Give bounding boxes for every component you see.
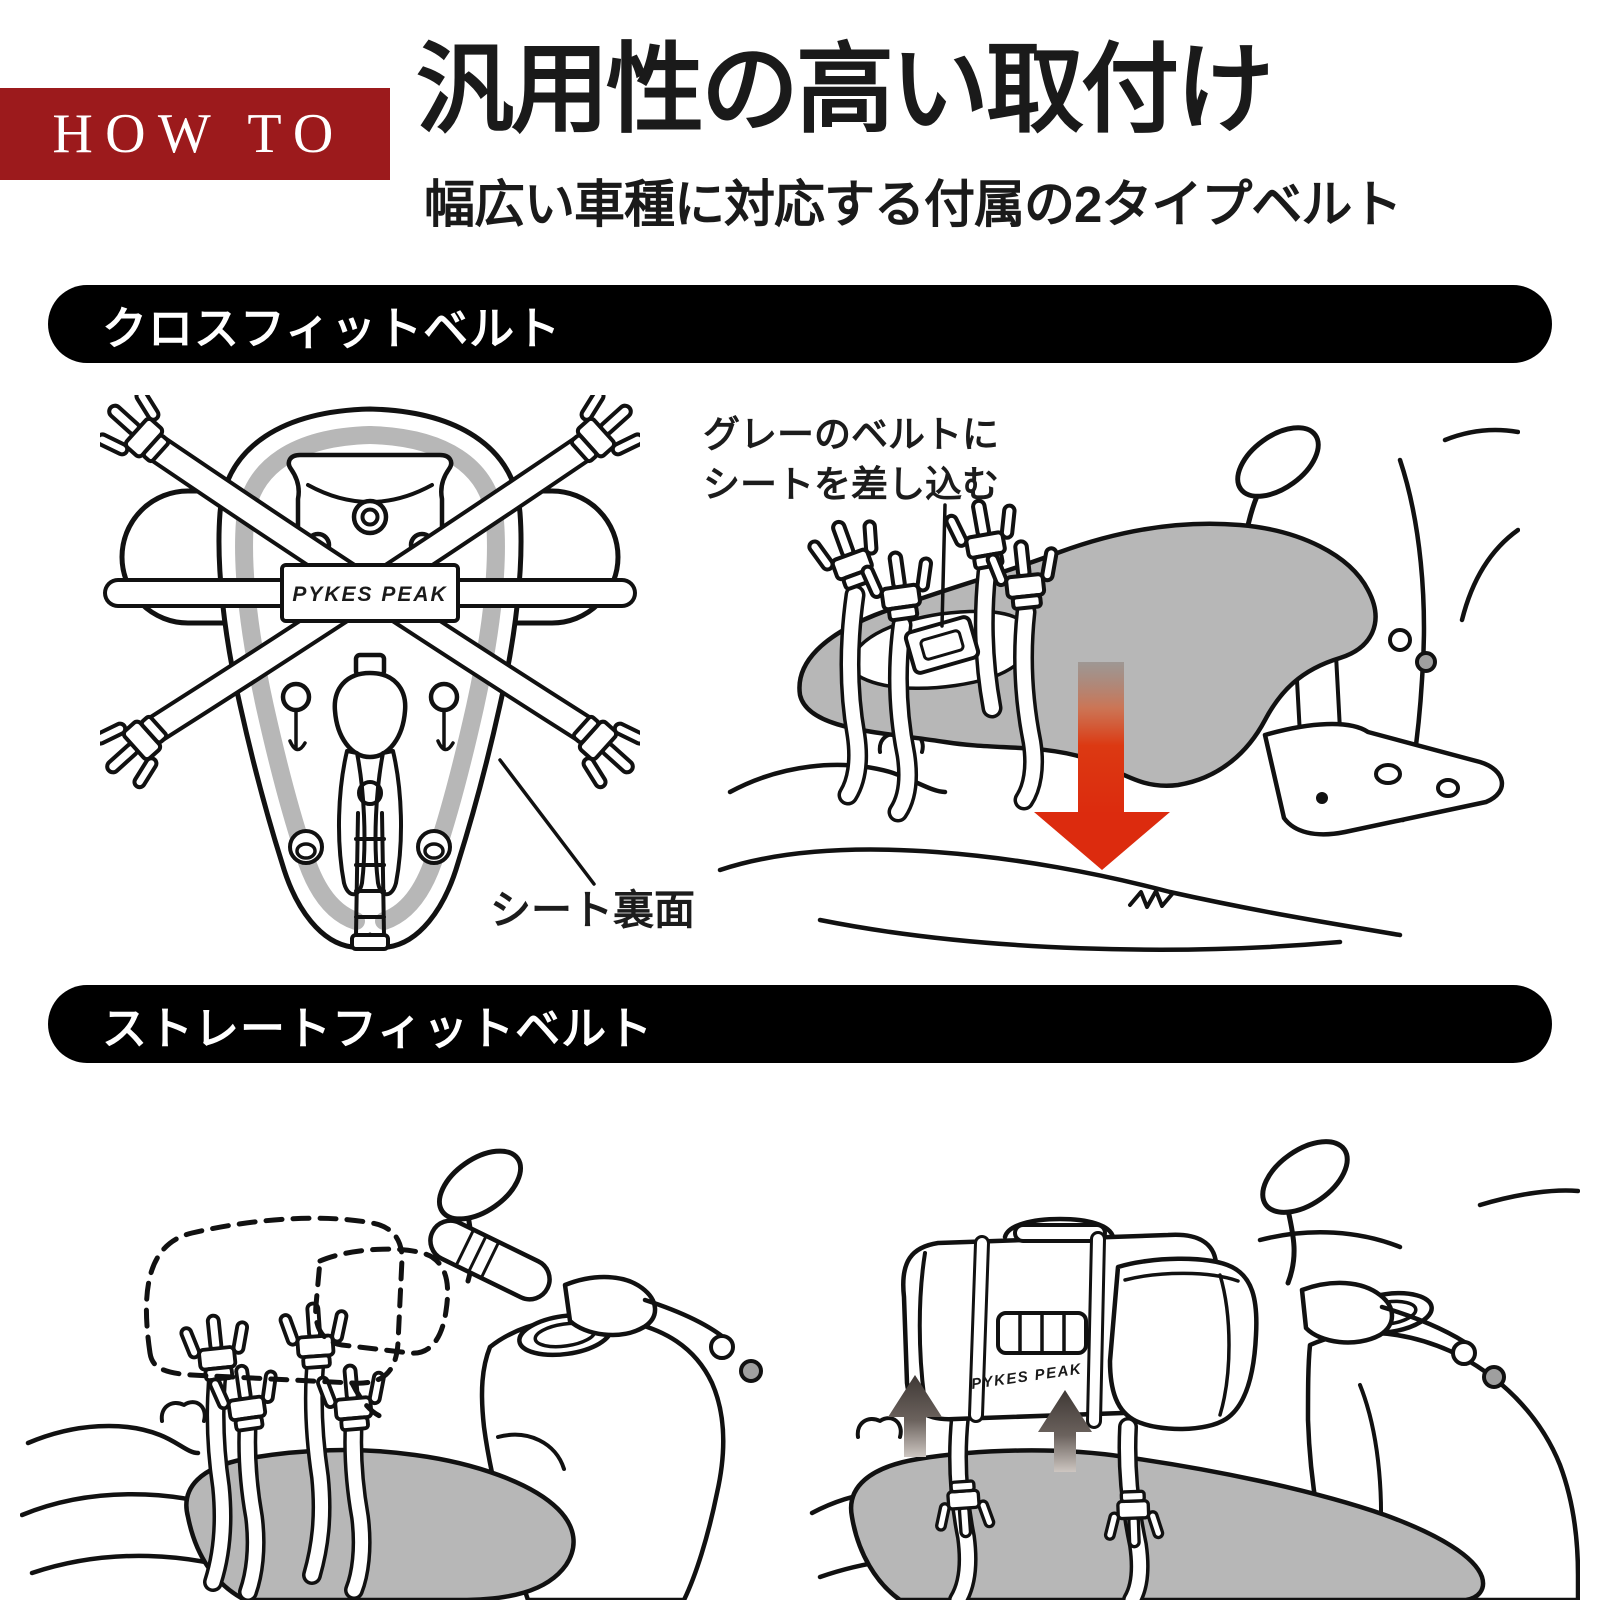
insert-belt-note-line1: グレーのベルトに [703,414,999,455]
bag-front-pocket [1107,1256,1259,1432]
seat-bag: PYKES PEAK [901,1216,1259,1432]
seat-rail-bracket [1262,653,1505,837]
buckle-icon [313,1360,392,1435]
section-banner-crossfit-label: クロスフィットベルト [102,302,562,354]
gray-belt-insert-patch [903,615,981,675]
how-to-badge-label: HOW TO [52,103,346,165]
insert-note-leader-line [940,503,947,628]
straightfit-after-scene: PYKES PEAK [809,1139,1580,1600]
straightfit-before-scene [20,1148,763,1600]
brand-patch: PYKES PEAK [280,563,460,623]
section-banner-straightfit-label: ストレートフィットベルト [102,1002,654,1054]
insert-belt-note: グレーのベルトに シートを差し込む [703,410,999,509]
dashed-bag-outline [143,1215,451,1420]
red-down-arrow [1034,662,1170,870]
gray-up-arrow [1038,1390,1092,1472]
crossfit-seat-underside-illustration: PYKES PEAK [100,395,640,951]
seat-back-leader-line [498,758,596,886]
handlebar-grip [1299,1280,1506,1389]
brand-logo-text: PYKES PEAK [292,583,447,606]
section-banner-straightfit: ストレートフィットベルト [48,985,1552,1063]
insert-belt-note-line2: シートを差し込む [703,463,999,505]
seat-back-label: シート裏面 [490,887,695,933]
page-title: 汎用性の高い取付け [416,34,1274,144]
belt-straps [837,561,1045,823]
mirror [1260,1139,1350,1286]
seat-plate-details [280,452,460,951]
section-banner-crossfit: クロスフィットベルト [48,285,1552,363]
gray-up-arrow [888,1375,942,1457]
mirror [1235,425,1321,543]
crossfit-seat-insert-illustration [717,425,1520,952]
page-subtitle: 幅広い車種に対応する付属の2タイプベルト [424,176,1402,233]
seat-gray-band [235,426,505,930]
straightfit-illustrations: PYKES PEAK [20,1139,1580,1600]
handlebar-grip [428,1218,763,1383]
how-to-badge: HOW TO [0,88,390,180]
